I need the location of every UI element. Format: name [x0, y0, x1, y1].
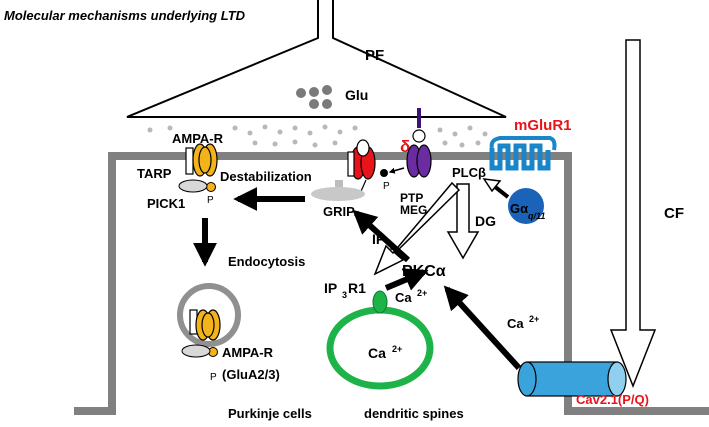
endocytosis-label: Endocytosis — [228, 254, 305, 269]
ca-er-label: Ca — [368, 345, 386, 361]
pkc-to-delta-arrow — [352, 209, 411, 263]
diagram-title: Molecular mechanisms underlying LTD — [4, 8, 246, 23]
ca-mid-sup-label: 2+ — [417, 288, 427, 298]
ampa-r-bottom-label: AMPA-R — [222, 345, 274, 360]
purkinje-label: Purkinje cells — [228, 406, 312, 421]
ip3r1-to-pkc-arrow — [384, 268, 429, 291]
ampa-receptor-membrane: AMPA-R TARP P Destabilization PICK1 — [137, 131, 312, 211]
p-bottom-label: P — [210, 372, 217, 383]
glua-label: (GluA2/3) — [222, 367, 280, 382]
glu-label: Glu — [345, 87, 368, 103]
plc-to-pkc-dg-arrow — [446, 183, 480, 260]
galpha-sub-label: q/11 — [528, 211, 545, 221]
ip3r1-tail-label: R1 — [348, 280, 366, 296]
mglur1-label: mGluR1 — [514, 117, 572, 134]
mglur1-receptor: mGluR1 Gα q/11 — [489, 117, 572, 224]
plc-label: PLCβ — [452, 165, 486, 180]
tarp-label: TARP — [137, 166, 172, 181]
cf-arrow — [609, 39, 657, 389]
galpha-label: Gα — [510, 201, 528, 216]
glutamate-cluster: Glu — [296, 85, 368, 109]
ca-chan-sup-label: 2+ — [529, 314, 539, 324]
ca-chan-label: Ca — [507, 316, 524, 331]
meg-label: MEG — [400, 203, 427, 217]
grip-label: GRIP — [323, 204, 355, 219]
ptp-meg: PTP MEG — [388, 108, 432, 217]
postsynaptic-membrane — [74, 152, 709, 415]
cav-to-pkc-arrow — [443, 285, 522, 371]
endoplasmic-reticulum: Ca 2+ — [326, 290, 434, 390]
ip3r1-sub-label: 3 — [342, 290, 347, 300]
delta-label: δ — [400, 137, 410, 156]
ca-er-sup-label: 2+ — [392, 344, 402, 354]
cf-label: CF — [664, 205, 684, 222]
spines-label: dendritic spines — [364, 406, 464, 421]
ca-mid-label: Ca — [395, 290, 412, 305]
endosome-ampa: AMPA-R P (GluA2/3) — [177, 283, 280, 383]
p-delta-label: P — [383, 181, 390, 192]
ampa-r-top-label: AMPA-R — [172, 131, 224, 146]
destabilization-label: Destabilization — [220, 169, 312, 184]
ptp-label: PTP — [400, 191, 423, 205]
cav-channel: Cav2.1(P/Q) — [517, 361, 649, 407]
pf-terminal: PF — [126, 0, 507, 118]
pf-label: PF — [365, 47, 384, 64]
synaptic-cleft-dots — [147, 124, 488, 148]
pick1-label: PICK1 — [147, 196, 185, 211]
cav-label: Cav2.1(P/Q) — [576, 392, 649, 407]
galpha-to-plc-arrow — [492, 184, 510, 199]
ip3r1-label: IP — [324, 280, 337, 296]
grip-protein: GRIP — [311, 180, 365, 219]
dg-label: DG — [475, 213, 496, 229]
delta-receptor: δ P — [347, 137, 410, 199]
p-pick1-label: P — [207, 195, 214, 206]
